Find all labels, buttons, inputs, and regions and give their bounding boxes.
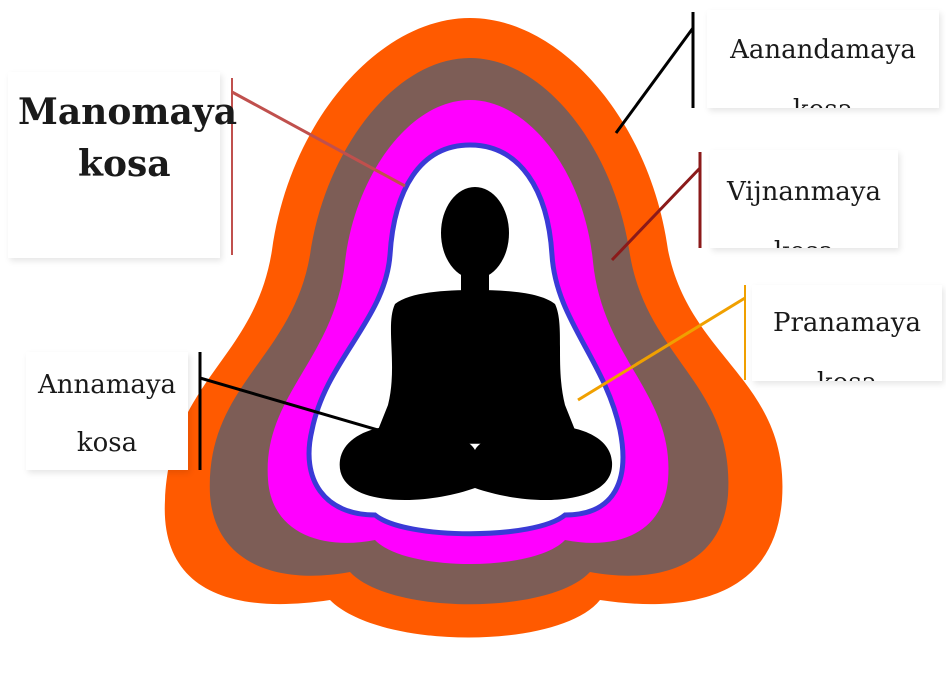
aanandamaya-leader-line	[616, 28, 693, 133]
label-pranamaya-line2: kosa	[752, 353, 942, 381]
label-vijnanmaya-line2: kosa	[710, 222, 898, 248]
label-aanandamaya-kosa: Aanandamaya kosa	[707, 10, 939, 108]
label-manomaya-line2: kosa	[18, 138, 220, 190]
label-vijnanmaya-line1: Vijnanmaya	[710, 162, 898, 222]
label-pranamaya-line1: Pranamaya	[752, 293, 942, 353]
label-annamaya-kosa: Annamaya kosa	[26, 352, 188, 470]
label-manomaya-kosa: Manomaya kosa	[8, 72, 220, 258]
label-aanandamaya-line2: kosa	[707, 80, 939, 108]
label-annamaya-line1: Annamaya	[26, 356, 188, 414]
label-aanandamaya-line1: Aanandamaya	[707, 20, 939, 80]
label-vijnanmaya-kosa: Vijnanmaya kosa	[710, 150, 898, 248]
label-pranamaya-kosa: Pranamaya kosa	[752, 285, 942, 381]
label-manomaya-line1: Manomaya	[18, 86, 220, 138]
label-annamaya-line2: kosa	[26, 414, 188, 472]
